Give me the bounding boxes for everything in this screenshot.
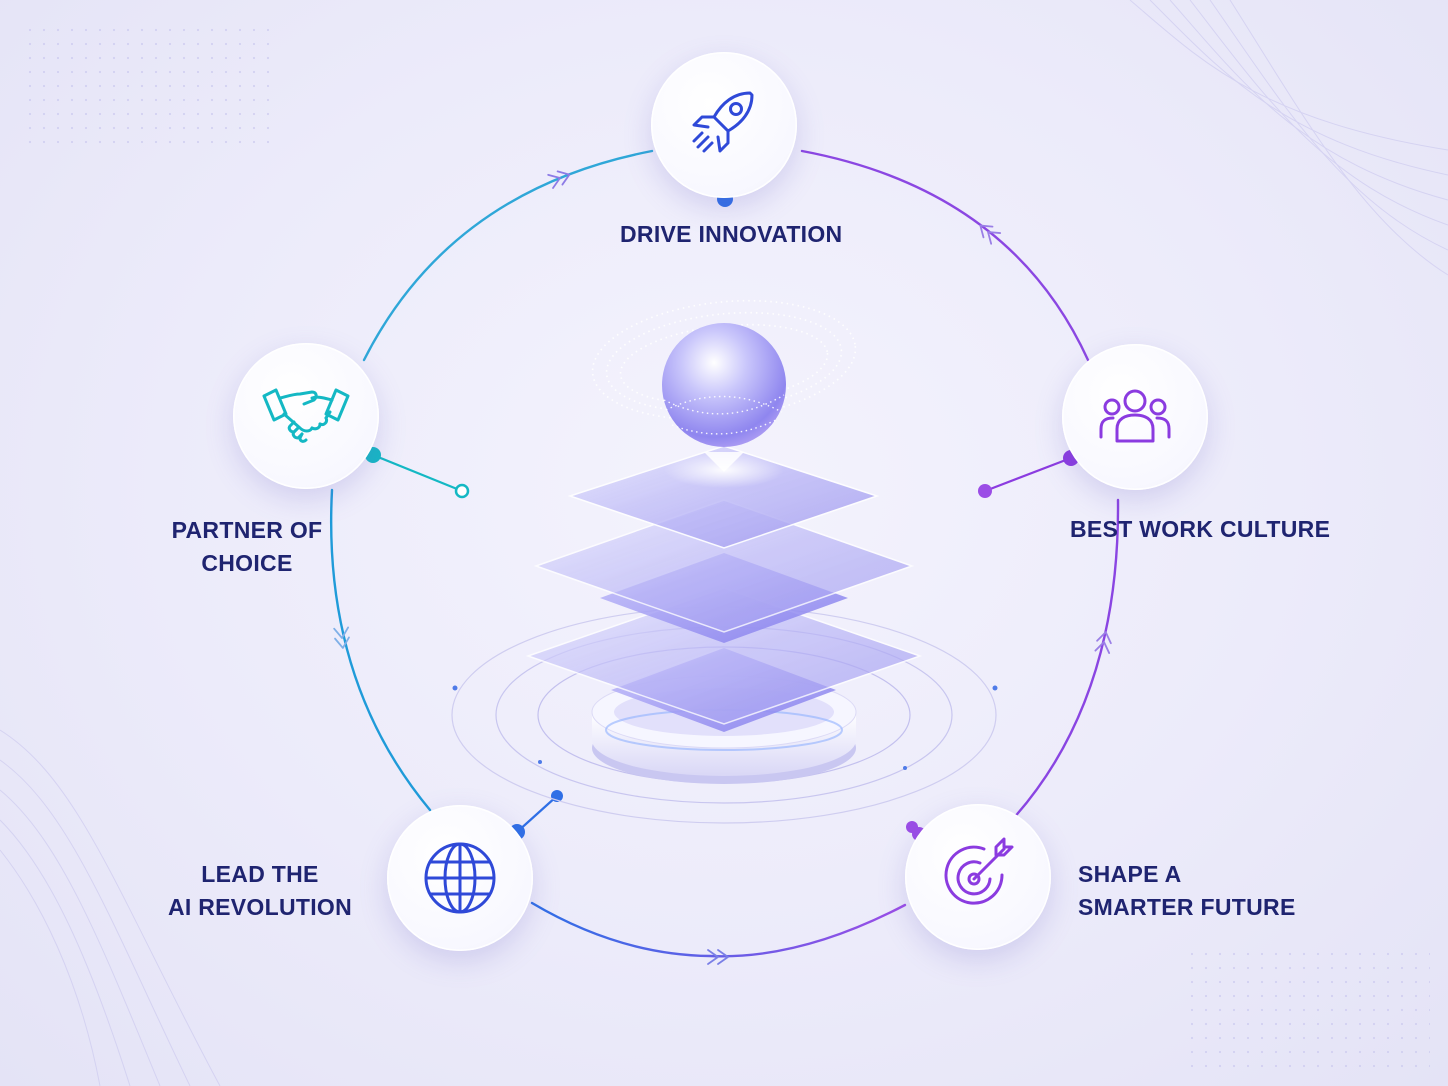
- node-shape-smarter-future: [905, 804, 1051, 950]
- node-lead-ai-revolution: [387, 805, 533, 951]
- center-sphere: [662, 323, 786, 447]
- label-partner-of-choice: PARTNER OF CHOICE: [168, 514, 326, 580]
- label-line: LEAD THE: [201, 861, 319, 887]
- connector-end-right: [978, 484, 992, 498]
- arc-top-left: [362, 149, 654, 362]
- arc-top-right: [800, 149, 1090, 362]
- people-icon: [1099, 389, 1171, 443]
- process-ring: [330, 149, 1120, 958]
- label-best-work-culture: BEST WORK CULTURE: [1070, 513, 1330, 546]
- label-shape-smarter-future: SHAPE A SMARTER FUTURE: [1078, 858, 1296, 924]
- connector-line-left: [372, 453, 463, 493]
- connector-line-bottom-left: [516, 795, 558, 833]
- chevron-top-left-icon: [547, 170, 571, 189]
- chevron-left-icon: [333, 626, 350, 649]
- arc-left: [330, 488, 432, 812]
- label-line: DRIVE INNOVATION: [620, 221, 843, 247]
- dot-grid-top-left: [20, 22, 280, 152]
- globe-icon: [424, 842, 496, 914]
- arc-bottom: [530, 901, 907, 958]
- node-best-work-culture: [1062, 344, 1208, 490]
- wave-lines-top-right: [1129, 0, 1448, 276]
- rocket-icon: [692, 91, 754, 153]
- label-line: SMARTER FUTURE: [1078, 894, 1296, 920]
- wave-lines-bottom-left: [0, 729, 221, 1086]
- arc-right: [1010, 498, 1120, 822]
- label-line: BEST WORK CULTURE: [1070, 516, 1331, 542]
- label-line: CHOICE: [201, 550, 293, 576]
- center-illustration: [451, 299, 998, 824]
- chevron-top-right-icon: [979, 224, 1002, 245]
- handshake-icon: [262, 388, 350, 443]
- connector-line-right: [984, 456, 1072, 493]
- node-partner-of-choice: [233, 343, 379, 489]
- label-line: SHAPE A: [1078, 861, 1182, 887]
- label-drive-innovation: DRIVE INNOVATION: [620, 218, 842, 251]
- chevron-right-icon: [1094, 631, 1112, 654]
- chevron-bottom-icon: [707, 949, 729, 965]
- target-icon: [944, 837, 1014, 905]
- label-lead-ai-revolution: LEAD THE AI REVOLUTION: [164, 858, 356, 924]
- label-line: AI REVOLUTION: [167, 894, 353, 920]
- dot-grid-bottom-right: [1190, 950, 1430, 1070]
- label-line: PARTNER OF: [171, 517, 323, 543]
- connector-end-left: [454, 483, 470, 499]
- node-drive-innovation: [651, 52, 797, 198]
